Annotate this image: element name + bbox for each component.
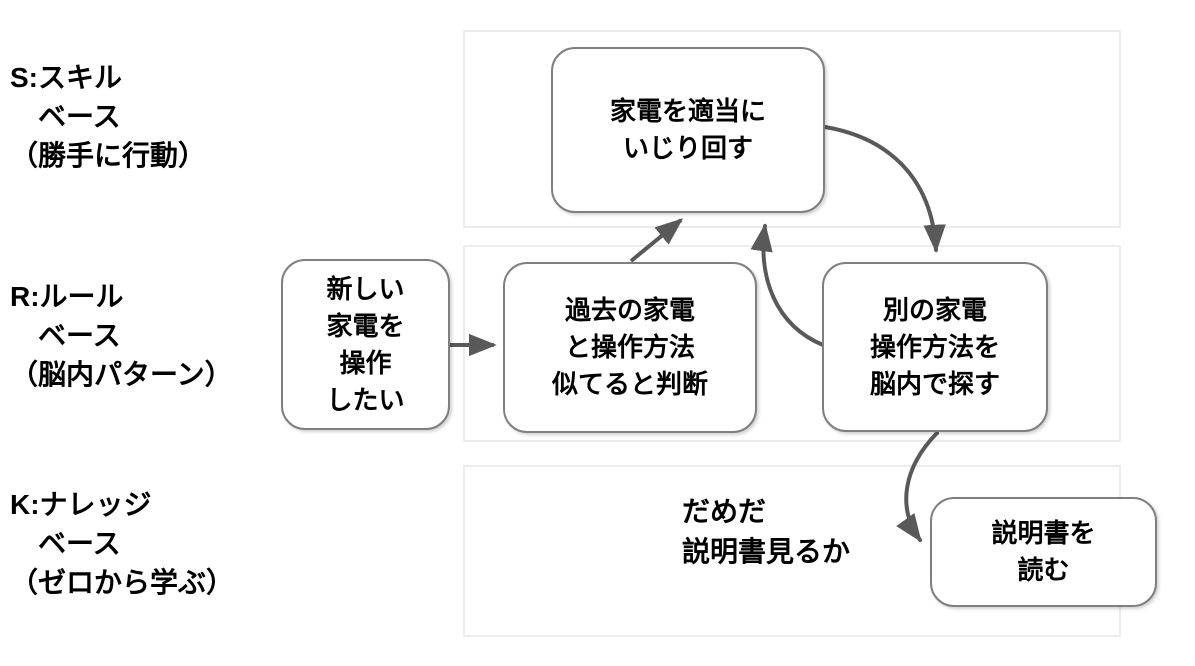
node-read-manual: 説明書を 読む [930,497,1157,607]
note-give-up-read-manual: だめだ 説明書見るか [682,496,851,567]
row-label-skill-base: S:スキル ベース （勝手に行動） [10,62,207,171]
node-tinker-appliance: 家電を適当に いじり回す [551,47,825,213]
row-label-knowledge-base: K:ナレッジ ベース （ゼロから学ぶ） [10,489,235,598]
node-search-in-brain: 別の家電 操作方法を 脳内で探す [822,262,1048,432]
row-label-rule-base: R:ルール ベース （脳内パターン） [10,281,233,390]
node-want-to-operate: 新しい 家電を 操作 したい [281,259,450,430]
node-judge-similar: 過去の家電 と操作方法 似てると判断 [503,262,757,433]
